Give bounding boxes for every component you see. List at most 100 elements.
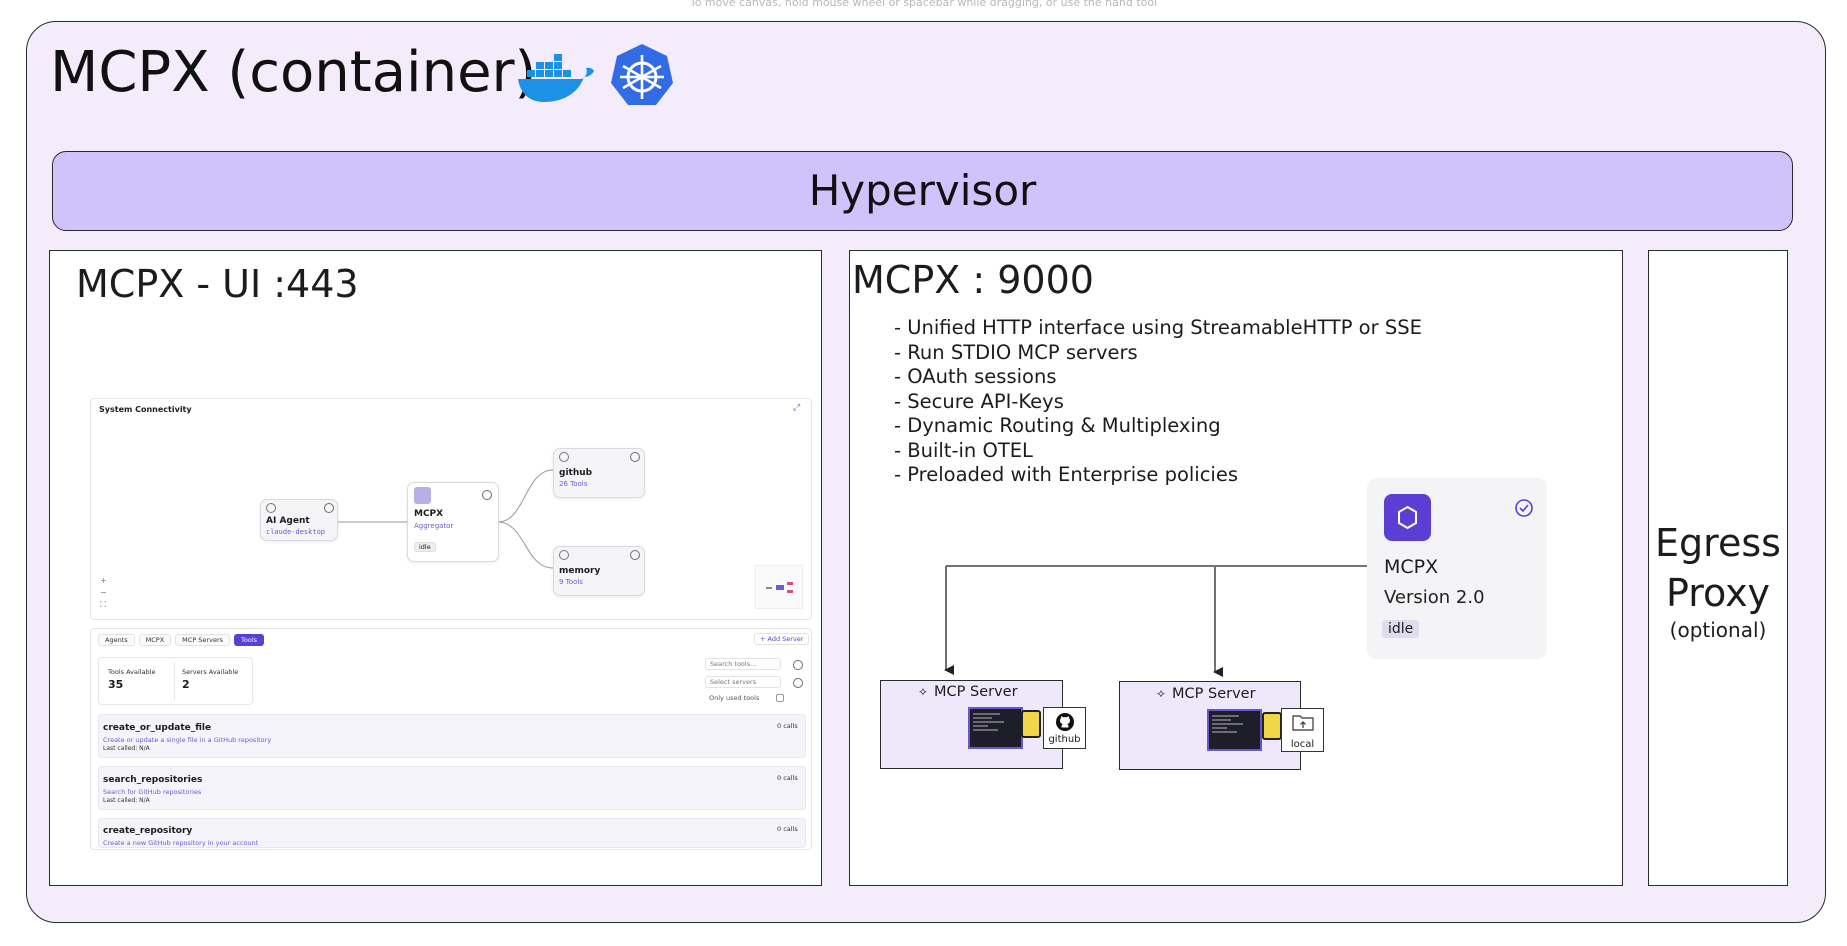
egress-proxy-panel xyxy=(1648,250,1788,886)
tool-row[interactable] xyxy=(98,766,806,810)
mini-server-tools: 26 Tools xyxy=(559,480,588,488)
tool-row[interactable] xyxy=(98,714,806,758)
feature-item: - Run STDIO MCP servers xyxy=(894,340,1138,364)
stat-label: Servers Available xyxy=(182,668,239,676)
zoom-out-button[interactable]: − xyxy=(100,588,107,597)
tool-last-called: Last called: N/A xyxy=(103,797,150,804)
check-icon xyxy=(630,550,640,560)
tab-agents[interactable]: Agents xyxy=(98,634,135,646)
mini-mcpx-status: idle xyxy=(414,542,436,552)
tab-tools[interactable]: Tools xyxy=(234,634,265,646)
expand-icon[interactable]: ⤢ xyxy=(793,403,801,413)
mini-mcpx-title: MCPX xyxy=(414,509,444,519)
mini-tabs: Agents MCPX MCP Servers Tools xyxy=(98,634,265,646)
container-title: MCPX (container) xyxy=(50,40,537,105)
only-used-label: Only used tools xyxy=(709,694,760,702)
mini-stats-box xyxy=(98,657,253,705)
clear-select-icon[interactable] xyxy=(793,678,803,688)
feature-item: - Built-in OTEL xyxy=(894,438,1033,462)
mini-minimap[interactable] xyxy=(755,565,803,609)
terminal-icon xyxy=(968,707,1023,749)
mini-agent-subtitle: claude-desktop xyxy=(266,528,326,536)
package-label: local xyxy=(1290,739,1315,750)
egress-title-line1: Egress xyxy=(1655,521,1781,565)
zoom-in-button[interactable]: + xyxy=(100,576,107,585)
stat-divider xyxy=(174,662,175,700)
select-servers-dropdown[interactable]: Select servers xyxy=(705,676,781,688)
terminal-lines xyxy=(1212,715,1243,733)
search-tools-input[interactable]: Search tools... xyxy=(705,658,781,670)
check-icon xyxy=(630,452,640,462)
terminal-icon xyxy=(1207,709,1262,751)
mini-mcpx-subtitle: Aggregator xyxy=(414,522,454,530)
mcpx-hexagon-icon xyxy=(1384,494,1431,541)
tool-row[interactable] xyxy=(98,818,806,848)
tool-name: search_repositories xyxy=(103,775,203,785)
only-used-checkbox[interactable] xyxy=(776,694,784,702)
mini-server-title: github xyxy=(559,468,593,478)
check-icon xyxy=(482,490,492,500)
feature-item: - Unified HTTP interface using Streamabl… xyxy=(894,316,1422,339)
feature-item: - Preloaded with Enterprise policies xyxy=(894,463,1239,486)
tab-mcp-servers[interactable]: MCP Servers xyxy=(175,634,231,646)
egress-subtitle: (optional) xyxy=(1669,618,1767,642)
tab-mcpx[interactable]: MCPX xyxy=(138,634,172,646)
hexagon-icon xyxy=(1398,505,1417,530)
folder-upload-icon xyxy=(1292,715,1314,731)
tool-calls: 0 calls xyxy=(777,825,798,833)
add-server-button[interactable]: + Add Server xyxy=(754,633,810,645)
stat-value: 2 xyxy=(182,678,190,691)
plus-icon: + xyxy=(760,635,768,643)
fit-view-button[interactable]: ⛶ xyxy=(100,600,106,609)
check-icon xyxy=(324,503,334,513)
docker-icon xyxy=(518,54,594,102)
mcp-logo-icon: ⟡ xyxy=(919,684,927,698)
github-icon xyxy=(1056,713,1074,731)
server-icon xyxy=(559,550,569,560)
tool-description: Create or update a single file in a GitH… xyxy=(103,736,272,744)
kubernetes-icon xyxy=(611,44,673,105)
zip-package-icon xyxy=(1262,712,1282,740)
mini-agent-title: AI Agent xyxy=(266,516,310,526)
clear-search-icon[interactable] xyxy=(793,660,803,670)
add-server-label: Add Server xyxy=(767,635,804,643)
feature-item: - Dynamic Routing & Multiplexing xyxy=(894,414,1221,437)
mcp-server-label: MCP Server xyxy=(934,684,1018,700)
mini-zoom-controls: + − ⛶ xyxy=(100,575,107,611)
mcpx-card-status: idle xyxy=(1382,620,1420,638)
agent-icon xyxy=(266,503,276,513)
local-package-tile xyxy=(1281,708,1324,752)
mini-server-tools: 9 Tools xyxy=(559,578,583,586)
ui-panel-title: MCPX - UI :443 xyxy=(76,262,359,306)
tool-description: Create a new GitHub repository in your a… xyxy=(103,839,259,847)
stat-label: Tools Available xyxy=(108,668,156,676)
egress-title-line2: Proxy xyxy=(1665,571,1771,615)
package-label: github xyxy=(1048,734,1081,745)
tool-name: create_or_update_file xyxy=(103,723,212,733)
api-panel-title: MCPX : 9000 xyxy=(852,258,1094,302)
mini-server-title: memory xyxy=(559,566,601,576)
feature-list: - Unified HTTP interface using Streamabl… xyxy=(894,316,1422,488)
tool-calls: 0 calls xyxy=(777,774,798,782)
stat-value: 35 xyxy=(108,678,124,691)
mcpx-card-name: MCPX xyxy=(1384,556,1439,578)
tool-description: Search for GitHub repositories xyxy=(103,788,202,796)
egress-title: Egress Proxy xyxy=(1648,518,1788,618)
feature-item: - Secure API-Keys xyxy=(894,389,1064,413)
mcp-server-label: MCP Server xyxy=(1172,686,1256,702)
feature-item: - OAuth sessions xyxy=(894,365,1057,388)
hypervisor-bar: Hypervisor xyxy=(52,151,1793,231)
canvas-hint-text: To move canvas, hold mouse wheel or spac… xyxy=(689,0,1158,9)
tool-calls: 0 calls xyxy=(777,722,798,730)
terminal-lines xyxy=(973,713,1004,731)
minimap-graphic xyxy=(766,582,793,593)
mini-mcpx-icon xyxy=(414,487,431,504)
server-icon xyxy=(559,452,569,462)
zip-package-icon xyxy=(1021,710,1041,738)
mcpx-card-version: Version 2.0 xyxy=(1384,587,1485,608)
mcp-logo-icon: ⟡ xyxy=(1157,686,1165,700)
check-circle-icon xyxy=(1515,499,1533,517)
tool-last-called: Last called: N/A xyxy=(103,745,150,752)
tool-name: create_repository xyxy=(103,826,193,836)
mini-graph-title: System Connectivity xyxy=(99,405,192,414)
